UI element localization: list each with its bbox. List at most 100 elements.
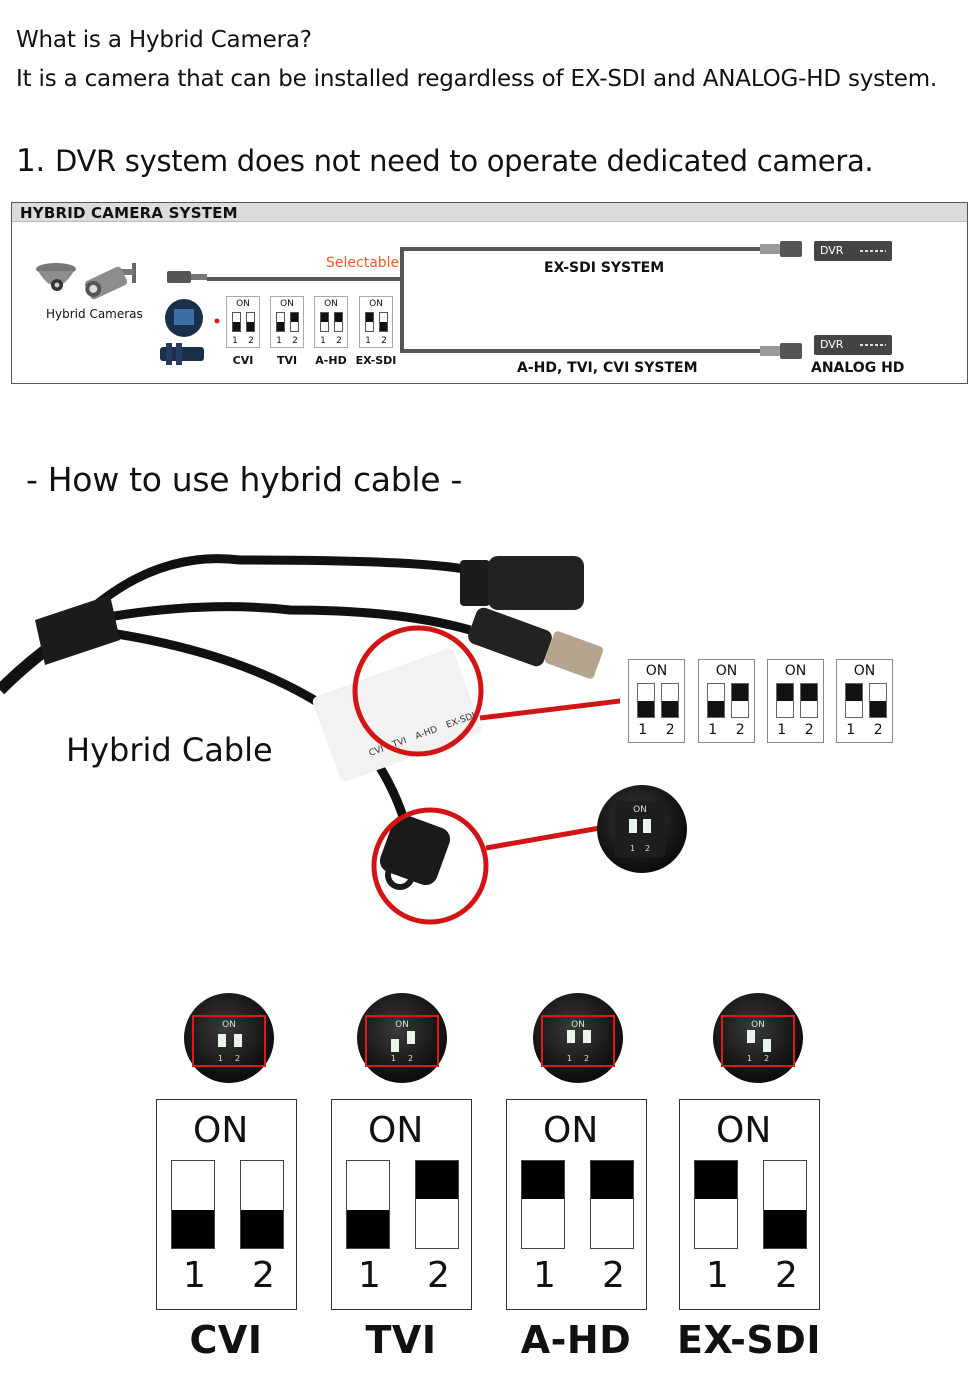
med-dip-on: ON [784, 663, 807, 679]
knob-num-1: 1 [746, 1054, 752, 1063]
diagram-title: HYBRID CAMERA SYSTEM [20, 204, 238, 222]
med-dip-ahd: ON 1 2 [767, 659, 824, 743]
med-dip-switch-1 [637, 683, 655, 718]
knob-num-1: 1 [390, 1054, 396, 1063]
big-dip-num-1: 1 [183, 1255, 206, 1296]
med-dip-num-1: 1 [638, 722, 648, 738]
ex-sdi-system-label: EX-SDI SYSTEM [544, 260, 665, 276]
mini-dip-switch-1 [276, 312, 285, 332]
analog-hd-caption: ANALOG HD [811, 360, 905, 376]
knob-on-text: ON [633, 805, 647, 815]
knob-switch-1 [391, 1039, 399, 1052]
hybrid-cameras-icon [36, 263, 136, 300]
selectable-label: Selectable [326, 255, 400, 271]
mini-dip-num-2: 2 [292, 336, 298, 346]
mini-caption-tvi: TVI [276, 354, 298, 367]
big-dip-num-1: 1 [358, 1255, 381, 1296]
mini-dip-switch-1 [320, 312, 329, 332]
med-dip-num-1: 1 [846, 722, 856, 738]
knob-num-2: 2 [644, 844, 651, 853]
med-dip-switch-1 [776, 683, 794, 718]
mini-dip-num-2: 2 [336, 336, 342, 346]
big-dip-switch-1 [694, 1160, 738, 1249]
med-dip-cvi: ON 1 2 [628, 659, 685, 743]
mini-dip-switch-1 [232, 312, 241, 332]
med-dip-num-2: 2 [804, 722, 814, 738]
mini-dip-num-2: 2 [381, 336, 387, 346]
connector-plug-icon [167, 271, 207, 283]
mini-dip-num-1: 1 [320, 336, 326, 346]
section-2-heading: - How to use hybrid cable - [26, 460, 463, 499]
section-1-heading: 1.DVR system does not need to operate de… [16, 143, 874, 179]
knob-num-1: 1 [566, 1054, 572, 1063]
hybrid-cable-illustration [0, 554, 620, 925]
big-dip-num-2: 2 [427, 1255, 450, 1296]
big-dip-switch-1 [346, 1160, 390, 1249]
knob-num-2: 2 [584, 1054, 590, 1063]
med-dip-num-2: 2 [665, 722, 675, 738]
mini-dip-switch-2 [290, 312, 299, 332]
med-dip-switch-1 [707, 683, 725, 718]
knob-switch-2 [583, 1030, 591, 1043]
med-dip-num-2: 2 [873, 722, 883, 738]
mini-dip-switch-1 [365, 312, 374, 332]
mini-dip-on: ON [324, 299, 338, 309]
knob-switch-1 [567, 1030, 575, 1043]
big-dip-on: ON [716, 1110, 772, 1151]
dvr-ex-sdi: DVR [814, 241, 892, 261]
diagram-header: HYBRID CAMERA SYSTEM [12, 203, 967, 222]
big-dip-cvi: ON 1 2 [156, 1099, 297, 1310]
med-dip-switch-2 [800, 683, 818, 718]
med-dip-switch-2 [869, 683, 887, 718]
big-dip-switch-1 [171, 1160, 215, 1249]
knob-on-text: ON [395, 1020, 409, 1030]
knob-switch-2 [234, 1034, 242, 1047]
mini-caption-ahd: A-HD [315, 354, 347, 367]
knob-num-1: 1 [629, 844, 636, 853]
big-caption-exsdi: EX-SDI [677, 1318, 821, 1362]
mini-dip-num-1: 1 [365, 336, 371, 346]
knob-switch-2 [407, 1031, 415, 1044]
section-1-text: DVR system does not need to operate dedi… [54, 144, 874, 178]
big-dip-on: ON [543, 1110, 599, 1151]
med-dip-on: ON [645, 663, 668, 679]
mini-caption-cvi: CVI [232, 354, 254, 367]
mini-dip-switch-2 [334, 312, 343, 332]
mini-dip-on: ON [280, 299, 294, 309]
hybrid-camera-system-diagram: HYBRID CAMERA SYSTEM Hybrid Cameras ON 1… [11, 202, 968, 384]
big-caption-tvi: TVI [365, 1318, 437, 1362]
big-caption-ahd: A-HD [520, 1318, 632, 1362]
mini-dip-switch-2 [379, 312, 388, 332]
system-wiring-lines [207, 241, 802, 359]
knob-num-2: 2 [235, 1054, 241, 1063]
dvr-analog-hd: DVR [814, 335, 892, 355]
big-dip-switch-2 [240, 1160, 284, 1249]
big-dip-switch-2 [590, 1160, 634, 1249]
big-caption-cvi: CVI [189, 1318, 263, 1362]
big-dip-num-2: 2 [775, 1255, 798, 1296]
hybrid-cameras-label: Hybrid Cameras [46, 307, 143, 321]
knob-switch-2 [763, 1039, 771, 1052]
big-dip-num-1: 1 [533, 1255, 556, 1296]
intro-question: What is a Hybrid Camera? [16, 27, 312, 53]
mini-dip-on: ON [369, 299, 383, 309]
med-dip-num-2: 2 [735, 722, 745, 738]
med-dip-num-1: 1 [777, 722, 787, 738]
big-dip-num-2: 2 [602, 1255, 625, 1296]
mini-dip-switch-2 [246, 312, 255, 332]
mini-dip-num-1: 1 [232, 336, 238, 346]
analog-system-label: A-HD, TVI, CVI SYSTEM [517, 360, 698, 376]
